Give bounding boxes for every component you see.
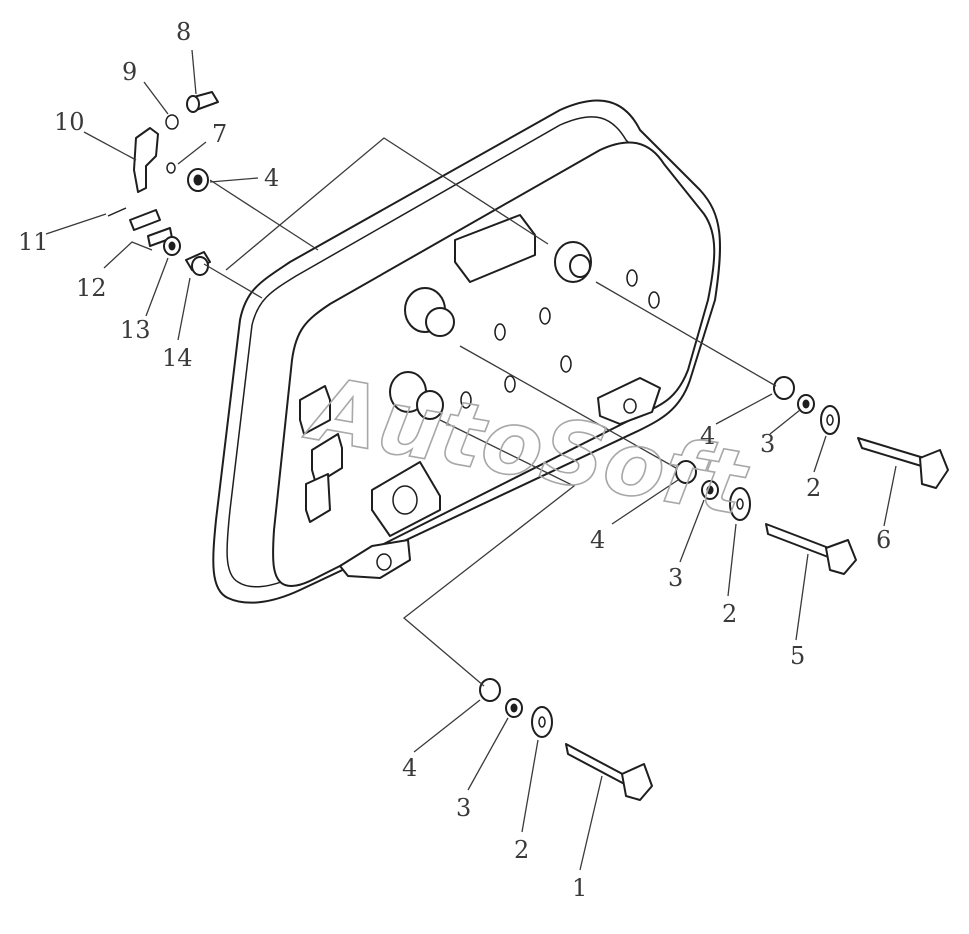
- callout-13: 13: [120, 316, 151, 344]
- callout-6: 6: [876, 526, 891, 554]
- lamp-holder-parts: [107, 91, 219, 276]
- assembly-lines: [203, 137, 777, 687]
- callout-2-shaft5: 2: [722, 600, 737, 628]
- shaft-5-stack: [675, 460, 857, 575]
- callout-12: 12: [76, 274, 107, 302]
- callout-8: 8: [176, 18, 191, 46]
- callout-10: 10: [54, 108, 85, 136]
- callout-1: 1: [572, 874, 587, 902]
- shaft-6-stack: [773, 376, 949, 489]
- callout-11: 11: [18, 228, 49, 256]
- callout-3-shaft6: 3: [760, 430, 775, 458]
- callout-2-shaft6: 2: [806, 474, 821, 502]
- callout-4-shaft6: 4: [700, 422, 715, 450]
- callout-4-shaft1: 4: [402, 754, 417, 782]
- shaft-1-stack: [479, 678, 653, 801]
- callout-labels: 8 9 10 7 4 11 12 13 14 4 3 2 6 4 3 2 5 4…: [18, 18, 891, 902]
- callout-7: 7: [212, 120, 227, 148]
- callout-4-top: 4: [264, 164, 279, 192]
- callout-3-shaft5: 3: [668, 564, 683, 592]
- callout-2-shaft1: 2: [514, 836, 529, 864]
- callout-leaders: [45, 49, 897, 871]
- callout-4-shaft5: 4: [590, 526, 605, 554]
- callout-3-shaft1: 3: [456, 794, 471, 822]
- instrument-housing: [212, 99, 722, 604]
- callout-5: 5: [790, 642, 805, 670]
- callout-14: 14: [162, 344, 193, 372]
- callout-9: 9: [122, 58, 137, 86]
